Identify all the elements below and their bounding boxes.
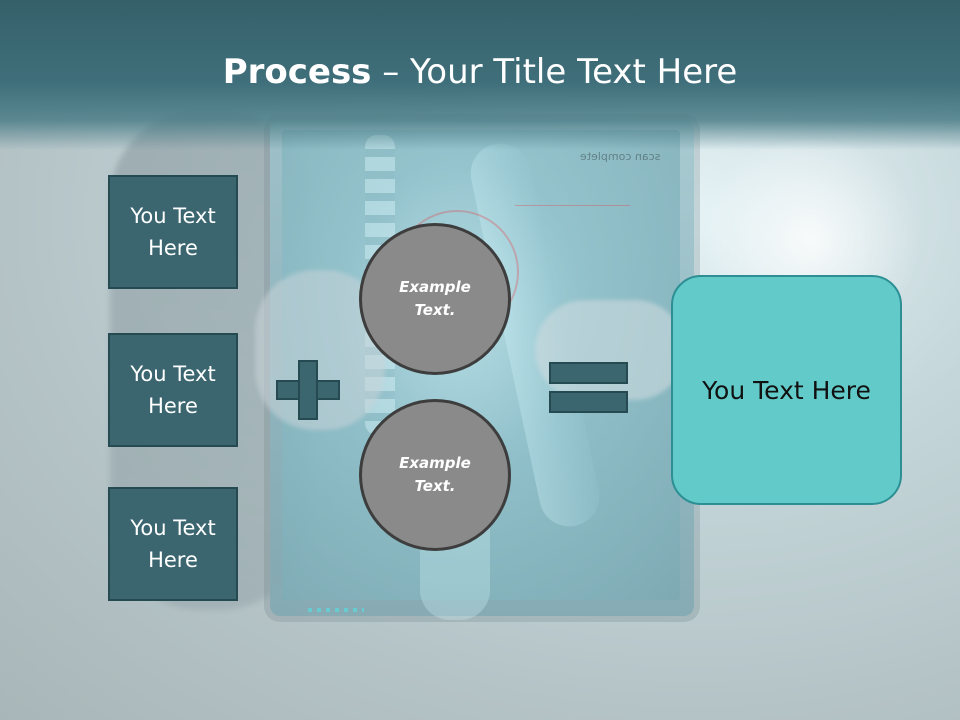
left-box-3[interactable]: You Text Here: [108, 487, 238, 601]
background-mirrored-text: scan complete: [580, 150, 661, 163]
example-circle-2[interactable]: Example Text.: [359, 399, 511, 551]
slide-title[interactable]: Process – Your Title Text Here: [0, 52, 960, 92]
equals-icon-top-bar: [549, 362, 628, 384]
left-box-1[interactable]: You Text Here: [108, 175, 238, 289]
equals-icon-bottom-bar: [549, 391, 628, 413]
left-box-label: You Text Here: [130, 362, 216, 418]
background-indicator-dots: [308, 608, 364, 612]
title-rest: – Your Title Text Here: [371, 52, 738, 92]
result-label: You Text Here: [702, 375, 871, 405]
background-callout-line: [515, 205, 630, 206]
title-band: [0, 0, 960, 150]
circle-label: Example Text.: [399, 278, 471, 319]
left-box-2[interactable]: You Text Here: [108, 333, 238, 447]
result-box[interactable]: You Text Here: [671, 275, 902, 505]
left-box-label: You Text Here: [130, 516, 216, 572]
background-hand-right: [535, 300, 685, 400]
title-bold: Process: [222, 52, 372, 92]
example-circle-1[interactable]: Example Text.: [359, 223, 511, 375]
plus-icon: [276, 360, 340, 420]
circle-label: Example Text.: [399, 454, 471, 495]
left-box-label: You Text Here: [130, 204, 216, 260]
